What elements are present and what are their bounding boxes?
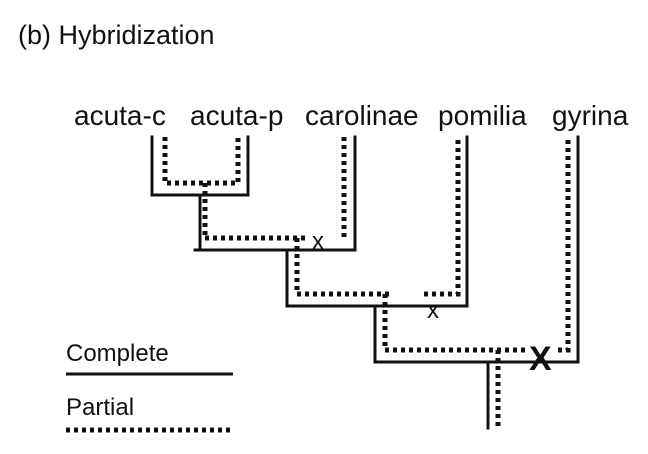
figure-title: (b) Hybridization	[18, 20, 215, 50]
taxon-label-acuta-p: acuta-p	[190, 100, 284, 131]
complete-tree-lines	[150, 135, 580, 430]
taxon-label-gyrina: gyrina	[552, 100, 629, 131]
partial-branch-acuta	[162, 137, 241, 186]
partial-tree-lines	[162, 137, 571, 428]
legend-partial-label: Partial	[66, 394, 135, 421]
taxon-label-acuta-c: acuta-c	[74, 100, 166, 131]
taxon-label-carolinae: carolinae	[305, 100, 419, 131]
legend-complete-label: Complete	[66, 340, 169, 367]
complete-branch-carolinae	[193, 135, 357, 252]
partial-branch-gyrina	[385, 137, 571, 353]
crossing-mark-1: x	[312, 228, 324, 255]
complete-branch-pomilia	[285, 135, 469, 308]
crossing-mark-3: X	[529, 340, 552, 378]
crossing-mark-2: x	[427, 297, 439, 324]
taxon-label-pomilia: pomilia	[438, 100, 527, 131]
complete-branch-gyrina	[373, 135, 580, 364]
partial-branch-pomilia	[297, 137, 461, 297]
